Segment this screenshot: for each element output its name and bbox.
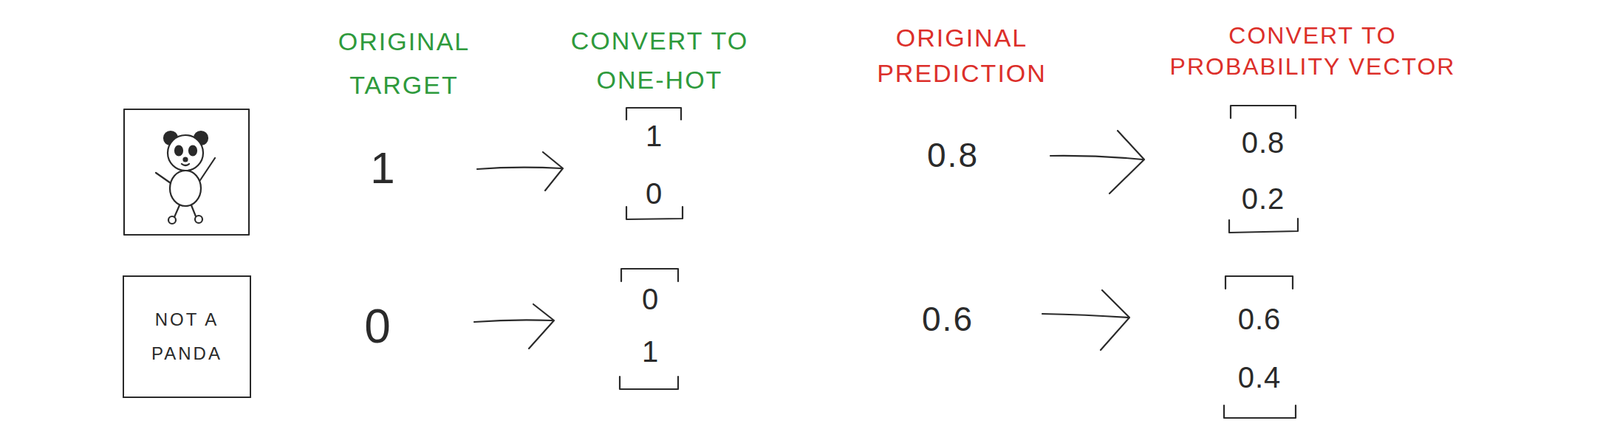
vector-entry: 1 [627, 119, 680, 153]
arrow-head [528, 304, 555, 349]
bracket-bottom [1224, 405, 1296, 419]
panda-head [167, 135, 204, 171]
prediction-value: 0.8 [912, 136, 994, 175]
bracket-top [626, 107, 682, 120]
panda-eye [175, 146, 183, 156]
arrow-head [542, 152, 563, 191]
arrow-head [1100, 290, 1130, 351]
bracket-top [1230, 105, 1296, 119]
column-heading: ORIGINAL TARGET [319, 19, 490, 108]
arrow-head [1109, 130, 1145, 194]
prediction-value: 0.6 [907, 300, 989, 339]
bracket-bottom [619, 376, 679, 390]
bracket-top [621, 268, 679, 282]
arrows [474, 130, 1145, 351]
panda-nose [183, 158, 188, 162]
box-text: NOT A PANDA [151, 302, 223, 371]
bracket-top [1225, 276, 1293, 289]
panda-mouth [181, 163, 190, 166]
panda-arm [155, 172, 171, 184]
arrow-line [1050, 155, 1143, 160]
vector-entry: 0.8 [1231, 126, 1295, 159]
vector-entry: 0.4 [1227, 361, 1292, 394]
arrow-line [1042, 313, 1128, 318]
arrow-line [474, 319, 553, 323]
vector-entry: 0.2 [1231, 182, 1295, 215]
panda-body [169, 170, 201, 207]
vector-entry: 0 [627, 177, 680, 210]
panda-foot [195, 215, 203, 224]
vector-brackets [619, 105, 1298, 419]
label-box: NOT A PANDA [122, 275, 252, 399]
panda-drawing [155, 131, 215, 224]
column-heading: CONVERT TO ONE-HOT [563, 21, 756, 99]
panda-eye [189, 146, 197, 156]
bracket-bottom [1229, 218, 1298, 233]
column-heading: CONVERT TO PROBABILITY VECTOR [1157, 20, 1468, 82]
target-value: 1 [353, 144, 413, 193]
picture-frame [124, 109, 249, 235]
target-value: 0 [347, 300, 408, 353]
panda-arm [200, 158, 215, 181]
arrow-line [477, 167, 562, 170]
panda-leg [174, 205, 180, 218]
column-heading: ORIGINAL PREDICTION [865, 20, 1058, 91]
vector-entry: 0.6 [1227, 302, 1292, 336]
vector-entry: 1 [624, 335, 676, 368]
vector-entry: 0 [624, 282, 676, 316]
panda-leg [191, 205, 196, 217]
panda-foot [168, 216, 176, 224]
